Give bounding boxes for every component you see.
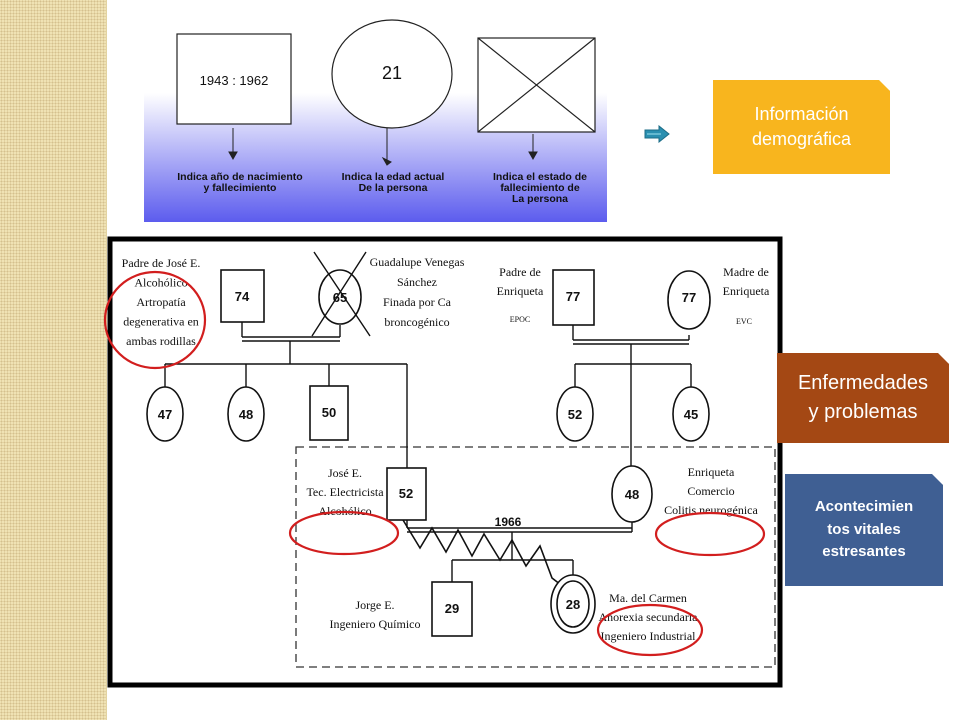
son-age: 29 xyxy=(445,601,459,616)
maternal-sibling-age: 45 xyxy=(684,407,698,422)
maternal-grandmother-condition: EVC xyxy=(736,317,752,326)
deceased-cross-b xyxy=(311,251,367,337)
highlight-daughter-anorexia xyxy=(596,603,704,657)
legend-birth-death-box xyxy=(176,33,292,125)
paternal-sibling-age: 48 xyxy=(239,407,253,422)
maternal-grandfather-box xyxy=(552,269,595,326)
callout-demographic-label: Información demográfica xyxy=(751,103,852,149)
father-box xyxy=(386,467,427,521)
paternal-sibling-circle xyxy=(227,386,265,442)
paternal-grandfather-box xyxy=(220,269,265,323)
arrow-right-icon[interactable] xyxy=(643,125,671,143)
father-age: 52 xyxy=(399,486,413,501)
daughter-circle-outer xyxy=(550,574,596,634)
callout-illnesses-label: Enfermedades y problemas xyxy=(797,372,929,423)
paternal-sibling-age: 47 xyxy=(158,407,172,422)
son-box xyxy=(431,581,473,637)
callout-demographic-info: Información demográfica xyxy=(713,80,890,174)
highlight-mother-colitis xyxy=(654,511,766,557)
paternal-grandfather-age: 74 xyxy=(235,289,250,304)
legend-circle-text: 21 xyxy=(382,63,402,83)
maternal-grandmother-circle xyxy=(667,270,711,330)
marriage-year: 1966 xyxy=(495,515,522,529)
decorative-side-strip xyxy=(0,0,107,720)
maternal-sibling-circle xyxy=(672,386,710,442)
son-note: Jorge E.Ingeniero Químico xyxy=(330,598,421,631)
daughter-age: 28 xyxy=(566,597,580,612)
maternal-sibling-age: 52 xyxy=(568,407,582,422)
maternal-grandfather-condition: EPOC xyxy=(510,315,530,324)
maternal-grandmother-age: 77 xyxy=(682,290,696,305)
legend-deceased-cross-b xyxy=(477,37,596,133)
legend-age-circle xyxy=(331,19,453,129)
highlight-father-alcoholism xyxy=(288,510,400,556)
maternal-sibling-circle xyxy=(556,386,594,442)
mother-circle xyxy=(611,465,653,523)
legend-box-text: 1943 : 1962 xyxy=(200,73,269,88)
paternal-sibling-box xyxy=(309,385,349,441)
callout-stressful-life-events: Acontecimien tos vitales estresantes xyxy=(785,474,943,586)
callout-life-events-label: Acontecimien tos vitales estresantes xyxy=(814,498,914,561)
nuclear-family-boundary xyxy=(295,446,776,668)
highlight-grandfather-illnesses xyxy=(103,270,207,370)
genogram-frame xyxy=(107,236,783,688)
daughter-circle-inner xyxy=(556,580,590,628)
deceased-cross-a xyxy=(313,251,371,337)
paternal-sibling-age: 50 xyxy=(322,405,336,420)
paternal-sibling-circle xyxy=(146,386,184,442)
paternal-grandmother-age: 65 xyxy=(333,290,347,305)
maternal-grandfather-age: 77 xyxy=(566,289,580,304)
paternal-grandmother-circle xyxy=(318,269,362,325)
callout-illnesses-problems: Enfermedades y problemas xyxy=(777,353,949,443)
mother-age: 48 xyxy=(625,487,639,502)
